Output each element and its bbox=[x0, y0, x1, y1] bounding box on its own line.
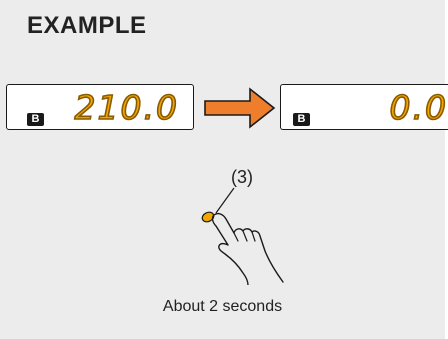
caption: About 2 seconds bbox=[162, 298, 283, 315]
display-after: B 0.0 bbox=[280, 84, 448, 130]
mode-b-badge: B bbox=[27, 113, 44, 126]
display-before: B 210.0 bbox=[6, 84, 194, 130]
button-icon bbox=[201, 211, 215, 223]
display-value-after: 0.0 bbox=[389, 87, 448, 128]
right-arrow-icon bbox=[204, 87, 276, 129]
display-value-before: 210.0 bbox=[74, 87, 179, 128]
hand-pressing-button-icon bbox=[201, 187, 284, 285]
callout-leader-line bbox=[215, 187, 235, 214]
example-title: EXAMPLE bbox=[27, 12, 147, 39]
callout-label: (3) bbox=[231, 167, 253, 187]
mode-b-badge: B bbox=[293, 113, 310, 126]
hand-icon bbox=[211, 212, 284, 285]
